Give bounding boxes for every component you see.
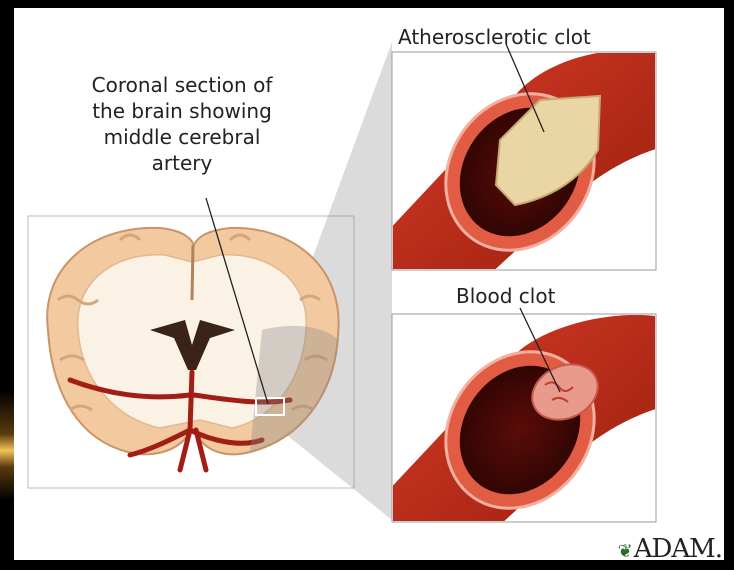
atherosclerotic-clot-label: Atherosclerotic clot xyxy=(398,24,678,50)
blood-clot-label: Blood clot xyxy=(456,283,656,309)
atherosclerotic-inset xyxy=(370,44,690,320)
blood-clot-inset xyxy=(370,308,690,570)
leaf-icon: ❦ xyxy=(618,541,632,562)
coronal-section-label: Coronal section of the brain showing mid… xyxy=(42,72,322,176)
logo-text: ADAM. xyxy=(634,534,722,564)
coronal-label-line-2: the brain showing xyxy=(42,98,322,124)
coronal-label-line-3: middle cerebral xyxy=(42,124,322,150)
coronal-label-line-4: artery xyxy=(42,150,322,176)
adam-logo: ❦ADAM. xyxy=(618,534,722,564)
coronal-label-line-1: Coronal section of xyxy=(42,72,322,98)
